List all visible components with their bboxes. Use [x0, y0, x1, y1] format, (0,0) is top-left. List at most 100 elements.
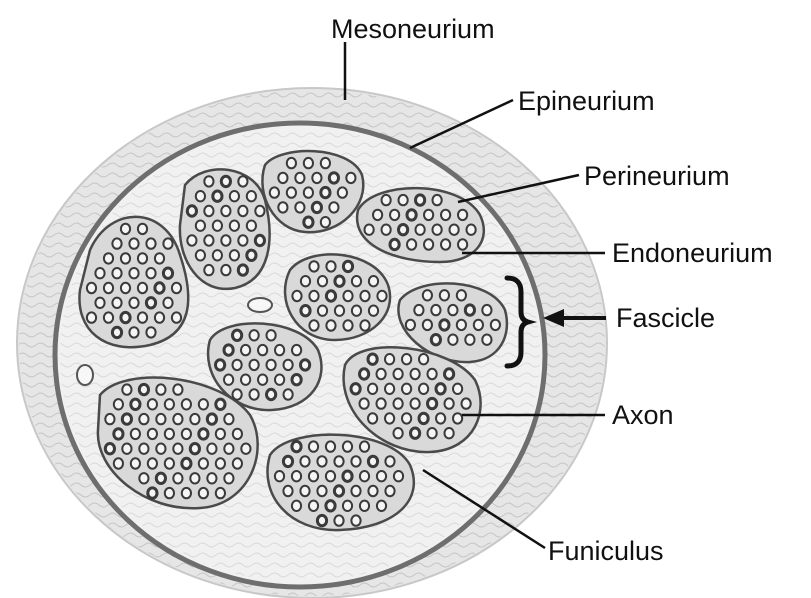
axon-ring: [163, 298, 172, 308]
axon-ring: [304, 217, 313, 227]
axon-ring: [283, 456, 292, 466]
axon-ring: [199, 488, 208, 498]
axon-ring: [196, 191, 205, 201]
axon-ring: [112, 327, 121, 337]
axon-ring: [250, 330, 259, 340]
axon-ring: [131, 458, 140, 468]
axon-ring: [390, 210, 399, 220]
axon-ring: [139, 473, 148, 483]
axon-ring: [457, 320, 466, 330]
axon-ring: [216, 429, 225, 439]
axon-ring: [139, 444, 148, 454]
axon-ring: [321, 187, 330, 197]
axon-ring: [138, 253, 147, 263]
axon-ring: [114, 458, 123, 468]
axon-ring: [95, 298, 104, 308]
axon-ring: [139, 384, 148, 394]
axon-ring: [317, 486, 326, 496]
axon-ring: [368, 413, 377, 423]
axon-ring: [295, 173, 304, 183]
axon-ring: [351, 456, 360, 466]
axon-ring: [233, 429, 242, 439]
axon-ring: [343, 261, 352, 271]
axon-ring: [445, 428, 454, 438]
axon-ring: [105, 444, 114, 454]
axon-ring: [155, 312, 164, 322]
axon-ring: [368, 384, 377, 394]
axon-ring: [382, 195, 391, 205]
axon-ring: [87, 283, 96, 293]
axon-ring: [241, 375, 250, 385]
axon-ring: [292, 291, 301, 301]
axon-ring: [309, 320, 318, 330]
axon-ring: [138, 224, 147, 234]
axon-ring: [424, 210, 433, 220]
axon-ring: [104, 253, 113, 263]
axon-ring: [112, 238, 121, 248]
axon-ring: [148, 458, 157, 468]
axon-ring: [190, 444, 199, 454]
axon-ring: [213, 191, 222, 201]
axon-ring: [368, 486, 377, 496]
axon-ring: [131, 399, 140, 409]
axon-ring: [230, 221, 239, 231]
axon-ring: [121, 224, 130, 234]
axon-ring: [465, 335, 474, 345]
axon-ring: [465, 305, 474, 315]
axon-ring: [329, 173, 338, 183]
axon-ring: [343, 291, 352, 301]
axon-ring: [292, 375, 301, 385]
axon-ring: [129, 298, 138, 308]
axon-ring: [448, 335, 457, 345]
axon-ring: [419, 354, 428, 364]
axon-ring: [360, 441, 369, 451]
axon-ring: [216, 399, 225, 409]
axon-ring: [224, 375, 233, 385]
axon-ring: [385, 354, 394, 364]
axon-ring: [238, 235, 247, 245]
axon-ring: [255, 206, 264, 216]
axon-ring: [278, 173, 287, 183]
axon-ring: [165, 488, 174, 498]
axon-ring: [312, 173, 321, 183]
axon-ring: [351, 384, 360, 394]
axon-ring: [121, 283, 130, 293]
axon-ring: [338, 187, 347, 197]
axon-ring: [360, 471, 369, 481]
axon-ring: [377, 501, 386, 511]
axon-ring: [182, 399, 191, 409]
axon-ring: [414, 305, 423, 315]
axon-ring: [258, 375, 267, 385]
axon-ring: [326, 471, 335, 481]
axon-ring: [172, 283, 181, 293]
axon-ring: [309, 291, 318, 301]
axon-ring: [411, 428, 420, 438]
axon-ring: [458, 239, 467, 249]
axon-ring: [377, 471, 386, 481]
axon-ring: [385, 456, 394, 466]
axon-ring: [221, 176, 230, 186]
axon-ring: [329, 202, 338, 212]
axon-ring: [309, 501, 318, 511]
axon-ring: [407, 239, 416, 249]
axon-ring: [419, 413, 428, 423]
axon-ring: [233, 458, 242, 468]
axon-ring: [238, 176, 247, 186]
axon-ring: [224, 345, 233, 355]
axon-ring: [292, 441, 301, 451]
axon-ring: [411, 398, 420, 408]
axon-ring: [467, 225, 476, 235]
axon-ring: [292, 345, 301, 355]
axon-ring: [431, 305, 440, 315]
axon-ring: [131, 429, 140, 439]
axon-ring: [377, 291, 386, 301]
axon-ring: [270, 187, 279, 197]
axon-ring: [187, 235, 196, 245]
axon-ring: [300, 456, 309, 466]
axon-ring: [343, 320, 352, 330]
axon-ring: [423, 320, 432, 330]
axon-ring: [213, 250, 222, 260]
axon-ring: [377, 369, 386, 379]
axon-ring: [482, 305, 491, 315]
